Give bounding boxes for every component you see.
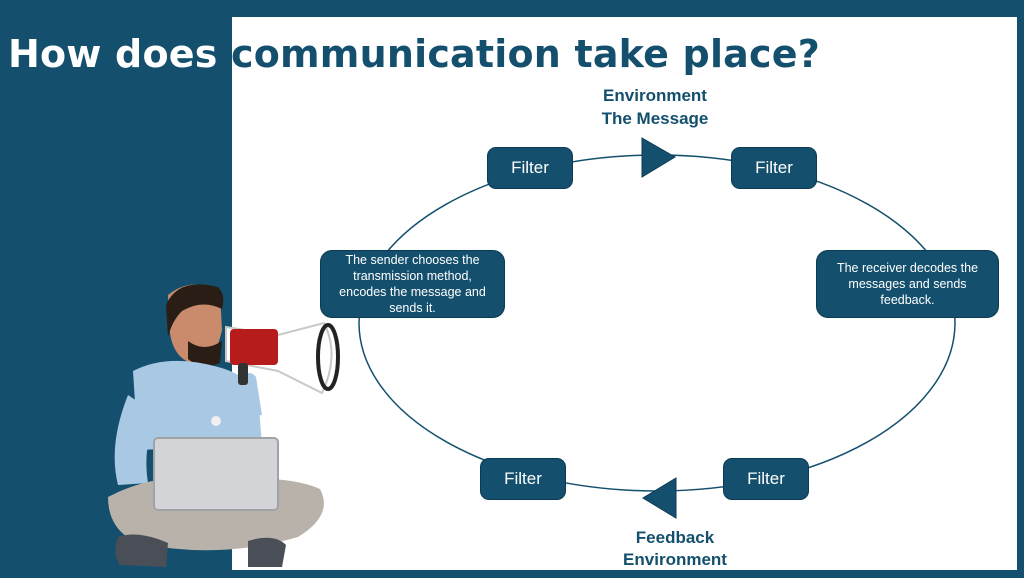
person-hair: [166, 284, 224, 337]
filter-box-bottom-left: Filter: [480, 458, 566, 500]
person-shirt: [133, 360, 262, 450]
title-part-1: How does: [8, 32, 218, 76]
person-beard: [188, 341, 222, 367]
filter-box-top-right: Filter: [731, 147, 817, 189]
megaphone-handle: [238, 363, 248, 385]
top-label-environment: Environment: [603, 86, 707, 105]
top-label-message: The Message: [601, 109, 709, 128]
person-with-megaphone-illustration: [108, 284, 340, 567]
left-sneaker: [115, 534, 168, 567]
arrow-left-icon: [642, 477, 677, 519]
megaphone-rim: [316, 323, 340, 391]
slide-title: How does communication take place?: [8, 32, 820, 76]
bottom-label-environment: Environment: [623, 550, 727, 569]
sender-description: The sender chooses the transmission meth…: [320, 250, 505, 318]
top-label: Environment The Message: [580, 84, 730, 130]
bottom-label-feedback: Feedback: [635, 528, 715, 547]
cycle-loop: [358, 154, 956, 492]
laptop: [153, 437, 279, 511]
person-left-arm: [114, 395, 158, 485]
vertical-divider: [224, 8, 231, 570]
filter-box-top-left: Filter: [487, 147, 573, 189]
title-part-2: communication take place?: [217, 32, 820, 76]
bottom-label: Feedback Environment: [600, 527, 750, 571]
receiver-description: The receiver decodes the messages and se…: [816, 250, 999, 318]
arrow-right-icon: [641, 137, 676, 178]
apple-logo-icon: [211, 416, 221, 426]
filter-box-bottom-right: Filter: [723, 458, 809, 500]
right-sneaker: [248, 537, 286, 567]
megaphone-body: [230, 329, 278, 365]
